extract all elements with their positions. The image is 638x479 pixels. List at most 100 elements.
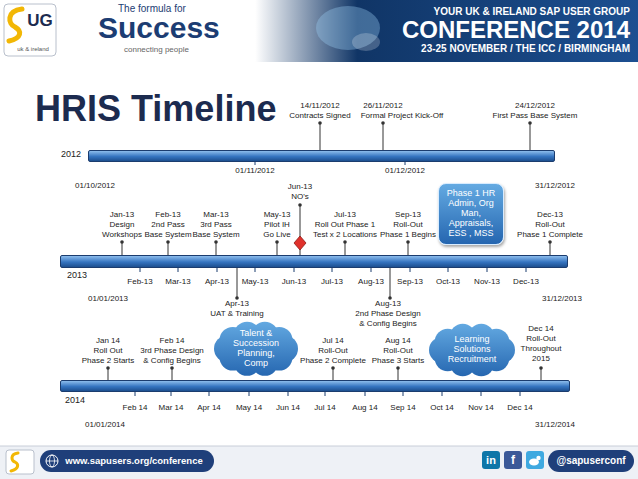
month-tick-label: Oct 14 — [430, 404, 454, 412]
footer-rule — [0, 446, 638, 447]
date-label: 14/11/2012 — [300, 102, 339, 110]
leader-line — [408, 242, 409, 255]
tick-mark — [403, 392, 404, 396]
leader-dot — [318, 121, 322, 125]
leader-line — [122, 242, 123, 255]
callout-text: Talent & Succession Planning, Comp — [227, 329, 285, 369]
month-tick-label: May-13 — [242, 278, 269, 286]
twitter-bird — [536, 456, 540, 460]
tick-mark — [487, 268, 488, 272]
event-label: Jan 14 — [96, 337, 120, 345]
event-label: Roll-Out — [526, 335, 555, 343]
tick-mark — [209, 392, 210, 396]
event-label: Sep-13 — [395, 211, 421, 219]
timeline-bar: 2014 — [60, 380, 570, 392]
event-label: 2015 — [532, 355, 550, 363]
year-label: 2012 — [61, 150, 81, 159]
logo-swoosh — [9, 9, 22, 41]
leader-dot — [331, 366, 335, 370]
event-label: 2nd Pass — [151, 221, 184, 229]
tick-mark — [365, 392, 366, 396]
bar-ticks — [135, 162, 526, 396]
event-label: Dec-13 — [537, 211, 563, 219]
month-tick-label: Feb-13 — [127, 278, 152, 286]
conference-banner: YOUR UK & IRELAND SAP USER GROUP — [433, 7, 630, 17]
event-label: 2nd Phase Design — [355, 310, 420, 318]
tick-mark — [135, 392, 136, 396]
event-label: Jul-13 — [334, 211, 356, 219]
footer — [0, 446, 638, 479]
leader-line — [383, 123, 384, 150]
callout-cloud: Talent & Succession Planning, Comp — [214, 321, 298, 377]
month-tick-label: Nov 14 — [468, 404, 493, 412]
event-label: Phase 1 Complete — [517, 231, 583, 239]
leader-line — [550, 242, 551, 255]
splash — [352, 33, 380, 51]
globe-icon — [46, 461, 58, 462]
date-label: 26/11/2012 — [363, 102, 402, 110]
facebook-icon — [504, 451, 522, 469]
callout-text: Phase 1 HR Admin, Org Man, Appraisals, E… — [442, 189, 500, 238]
twitter-icon — [526, 451, 544, 469]
tick-mark — [171, 392, 172, 396]
tick-mark — [325, 392, 326, 396]
header — [0, 0, 638, 62]
leader-dot — [106, 366, 110, 370]
tick-mark — [481, 392, 482, 396]
event-label: Jul 14 — [322, 337, 343, 345]
leader-dot — [381, 121, 385, 125]
event-label: Aug-13 — [375, 300, 401, 308]
footer-logo — [6, 450, 34, 474]
event-label: Feb 14 — [160, 337, 185, 345]
event-label: Base System — [192, 231, 239, 239]
leader-line — [237, 268, 238, 298]
slide-title: HRIS Timeline — [35, 91, 276, 127]
tick-mark — [442, 392, 443, 396]
event-label: Design — [110, 221, 135, 229]
date-label: 01/01/2013 — [88, 295, 128, 303]
event-label: Phase 2 Starts — [82, 357, 134, 365]
timeline-bar: 2012 — [88, 150, 555, 162]
tagline: Success — [98, 13, 220, 43]
event-label: Feb-13 — [155, 211, 180, 219]
date-label: 01/11/2012 — [235, 167, 274, 175]
header-band — [0, 0, 638, 62]
tagline: connecting people — [124, 46, 189, 54]
event-label: Workshops — [102, 231, 142, 239]
tick-mark — [140, 268, 141, 272]
leader-dot — [214, 240, 218, 244]
tick-mark — [332, 268, 333, 272]
month-tick-label: Dec-13 — [513, 278, 539, 286]
event-label: Dec 14 — [528, 325, 553, 333]
month-tick-label: Dec 14 — [507, 404, 532, 412]
leader-dot — [548, 240, 552, 244]
leader-dot — [528, 121, 532, 125]
tick-mark — [288, 392, 289, 396]
tick-mark — [410, 268, 411, 272]
event-label: Throughout — [521, 345, 562, 353]
month-tick-label: Feb 14 — [123, 404, 148, 412]
month-tick-label: Oct-13 — [436, 278, 460, 286]
footer-link: www.sapusers.org/conference — [65, 456, 202, 466]
leader-dot — [396, 366, 400, 370]
linkedin-icon — [482, 451, 500, 469]
event-label: Jun-13 — [288, 183, 312, 191]
social-icon-text: f — [511, 454, 515, 466]
date-label: 01/12/2012 — [385, 167, 425, 175]
date-label: 31/12/2013 — [542, 295, 582, 303]
month-tick-label: Jun 14 — [276, 404, 300, 412]
event-label: May-13 — [264, 211, 291, 219]
event-label: Roll-Out — [393, 221, 422, 229]
tick-mark — [405, 162, 406, 165]
leader-line — [530, 123, 531, 150]
event-label: Aug 14 — [385, 337, 410, 345]
conference-banner: 23-25 NOVEMBER / THE ICC / BIRMINGHAM — [421, 44, 630, 54]
tick-mark — [448, 268, 449, 272]
globe-icon — [46, 455, 58, 467]
event-label: First Pass Base System — [493, 112, 578, 120]
event-label: Contracts Signed — [289, 112, 350, 120]
callout-text: Learning Solutions Recruitment — [442, 335, 502, 365]
cloud-core — [435, 329, 508, 370]
tick-mark — [371, 268, 372, 272]
